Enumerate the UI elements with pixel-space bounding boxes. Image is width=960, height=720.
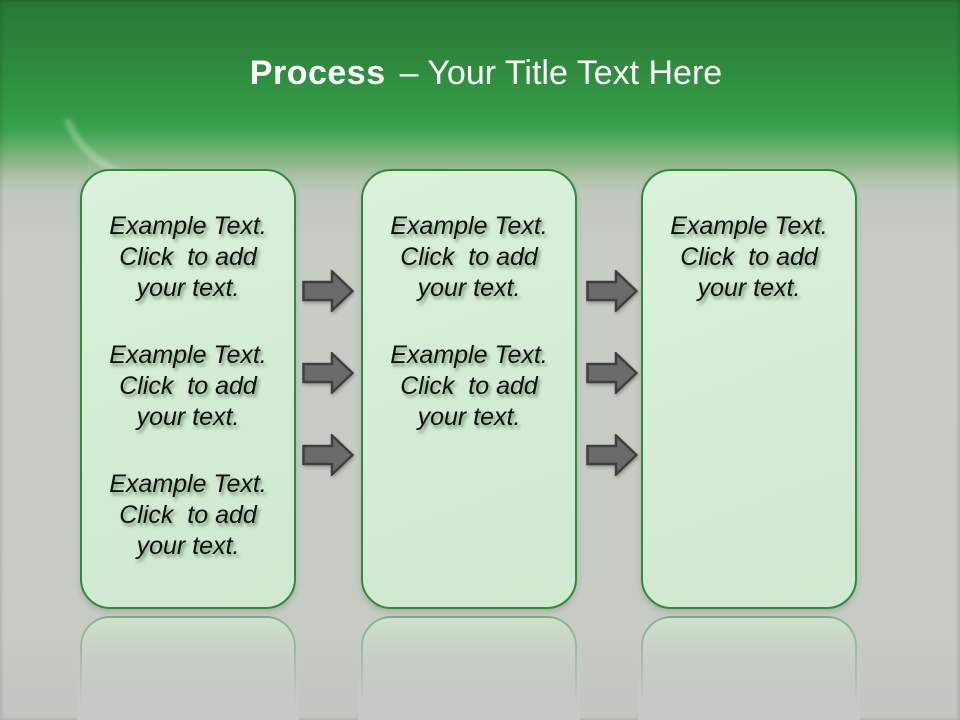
placeholder-line: your text.	[417, 274, 521, 302]
placeholder-line: Example Text.	[109, 212, 267, 240]
placeholder-paragraph: Example Text. Click to add your text.	[369, 340, 569, 433]
placeholder-line: Click to add	[400, 372, 538, 400]
process-box-2[interactable]: Example Text. Click to add your text. Ex…	[361, 169, 577, 609]
placeholder-line: Click to add	[680, 243, 818, 271]
placeholder-paragraph: Example Text. Click to add your text.	[649, 211, 849, 304]
slide-title[interactable]: Process – Your Title Text Here	[6, 53, 960, 93]
arrow-right-icon[interactable]	[586, 352, 638, 394]
arrow-right-icon[interactable]	[302, 434, 354, 476]
title-topic-text: Process	[249, 54, 386, 92]
box-reflection	[638, 613, 860, 720]
placeholder-line: Click to add	[119, 501, 257, 529]
placeholder-line: Example Text.	[109, 341, 267, 369]
placeholder-line: Example Text.	[109, 470, 267, 498]
placeholder-line: Example Text.	[390, 341, 548, 369]
box-reflection	[358, 613, 580, 720]
placeholder-paragraph: Example Text. Click to add your text.	[369, 211, 569, 304]
process-box-1[interactable]: Example Text. Click to add your text. Ex…	[80, 169, 296, 609]
placeholder-line: Click to add	[119, 372, 257, 400]
placeholder-paragraph: Example Text. Click to add your text.	[88, 340, 288, 433]
placeholder-line: your text.	[136, 532, 240, 560]
placeholder-line: Example Text.	[390, 212, 548, 240]
placeholder-line: your text.	[697, 274, 801, 302]
arrow-right-icon[interactable]	[586, 434, 638, 476]
arrow-right-icon[interactable]	[302, 352, 354, 394]
placeholder-line: your text.	[417, 403, 521, 431]
placeholder-line: Example Text.	[670, 212, 828, 240]
placeholder-paragraph: Example Text. Click to add your text.	[88, 469, 288, 562]
placeholder-line: Click to add	[400, 243, 538, 271]
placeholder-line: Click to add	[119, 243, 257, 271]
placeholder-line: your text.	[136, 403, 240, 431]
box-reflection	[77, 613, 299, 720]
process-box-3[interactable]: Example Text. Click to add your text.	[641, 169, 857, 609]
arrow-right-icon[interactable]	[302, 270, 354, 312]
placeholder-paragraph: Example Text. Click to add your text.	[88, 211, 288, 304]
placeholder-line: your text.	[136, 274, 240, 302]
title-subtitle-text: – Your Title Text Here	[399, 54, 723, 92]
arrow-right-icon[interactable]	[586, 270, 638, 312]
